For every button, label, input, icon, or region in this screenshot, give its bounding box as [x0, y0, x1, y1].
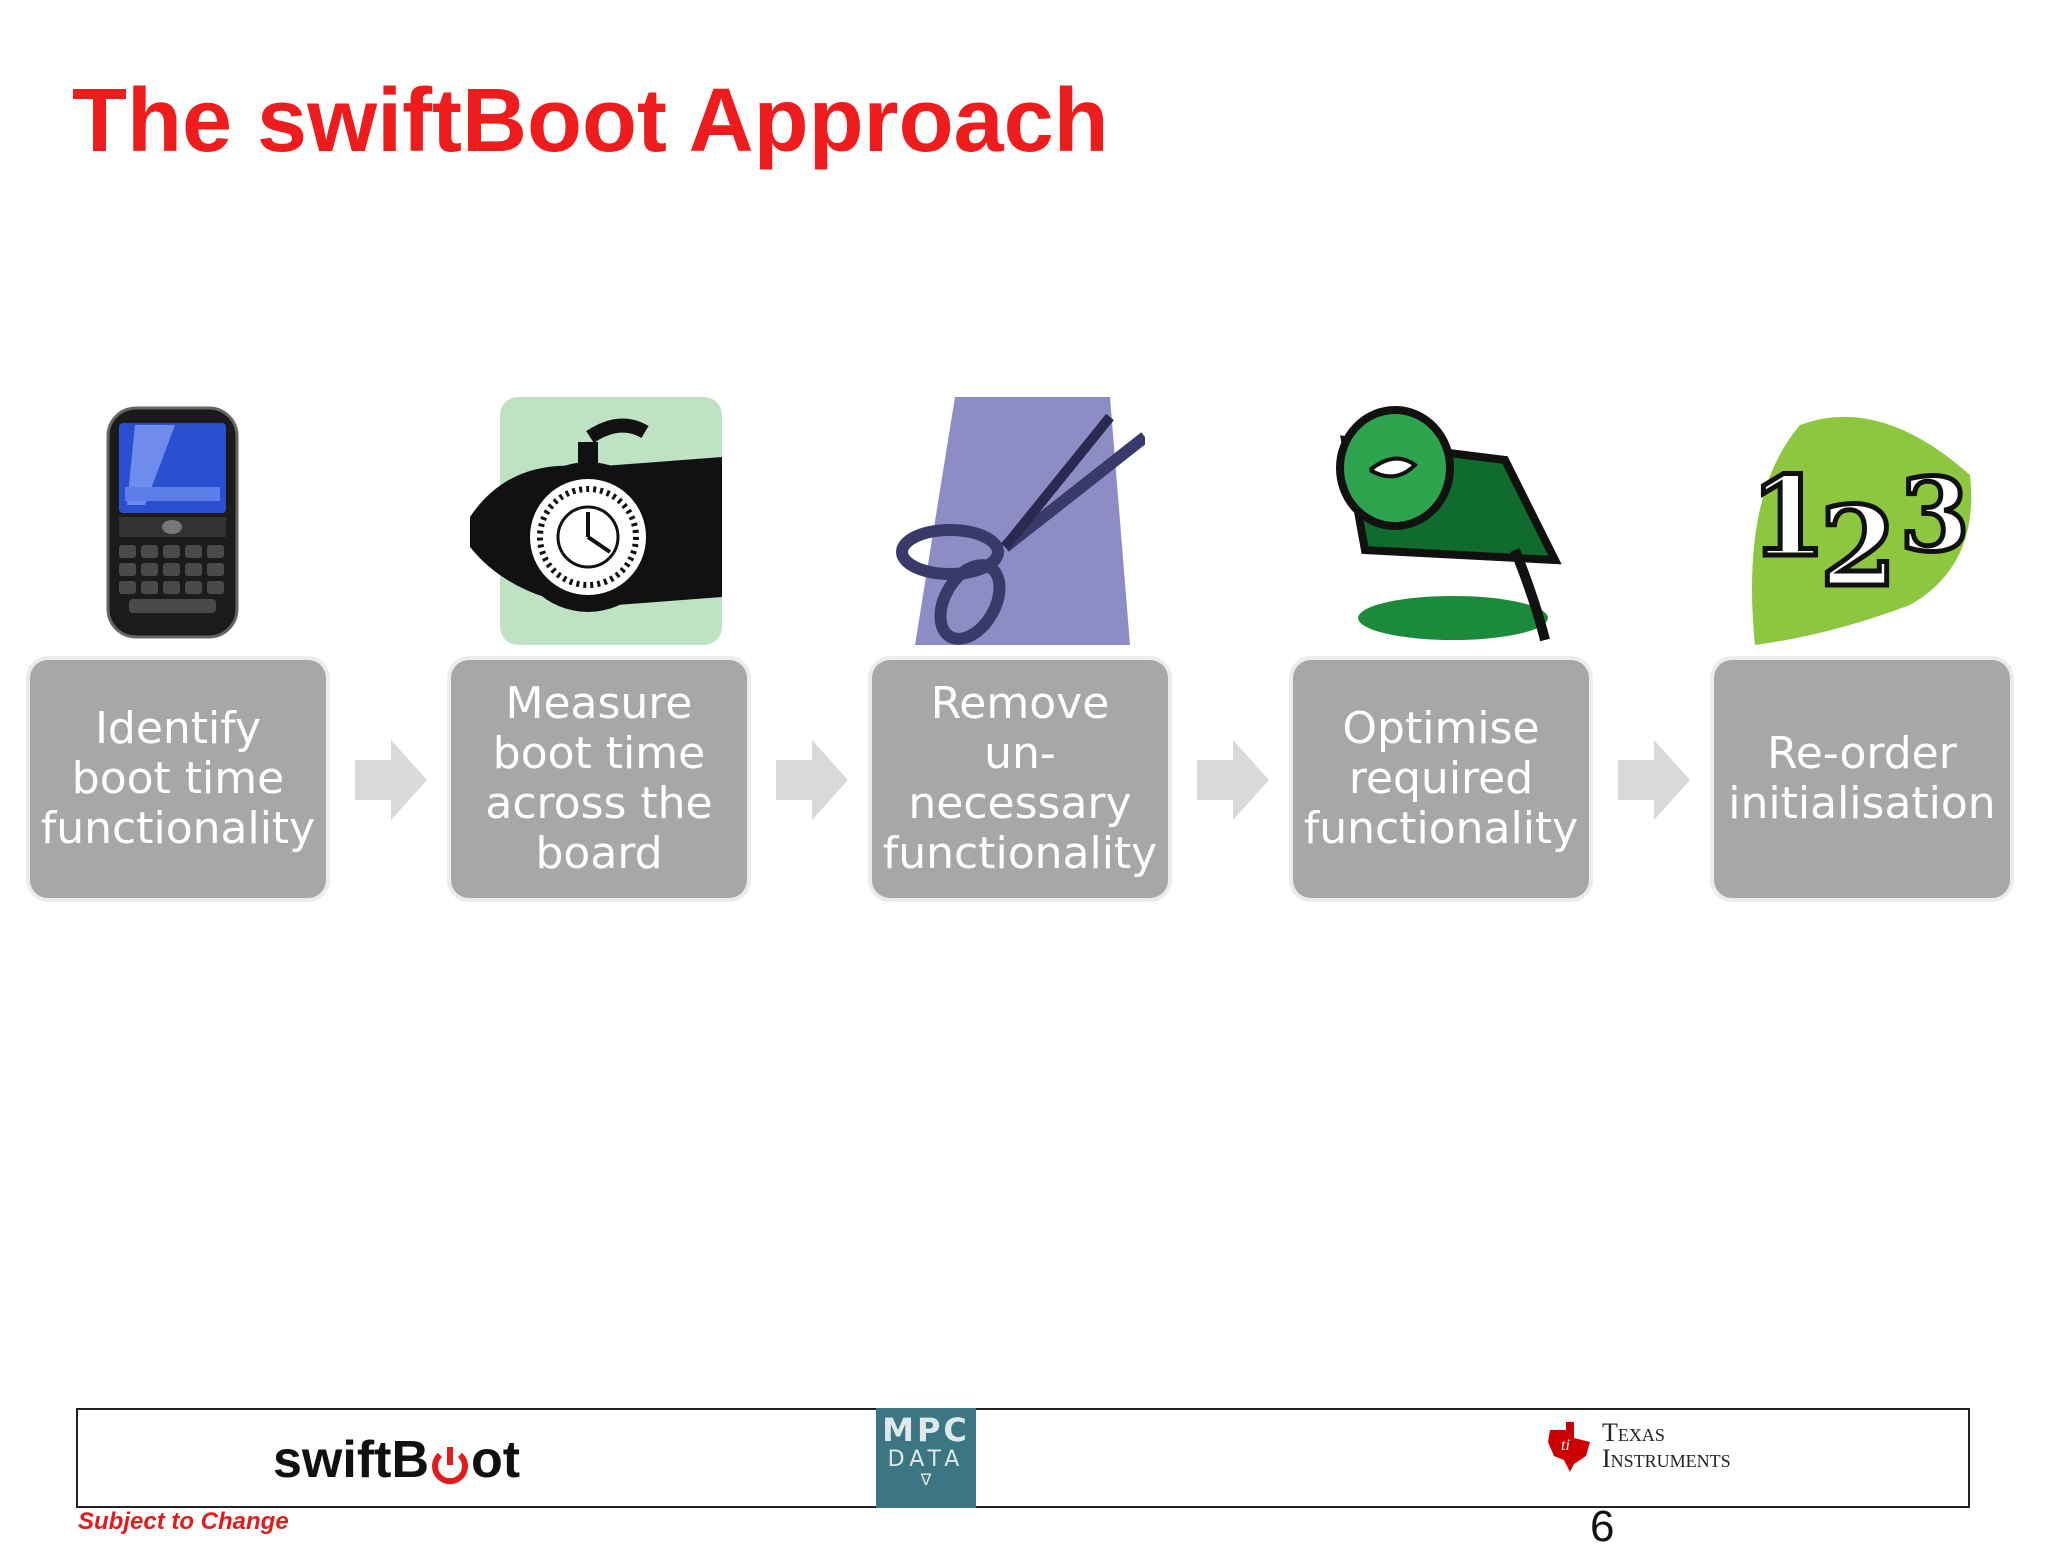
ti-line2: Instruments	[1602, 1444, 1731, 1473]
svg-text:2: 2	[1820, 482, 1897, 611]
mpc-data-logo: MPC DATA ∇	[876, 1408, 976, 1508]
svg-text:ti: ti	[1561, 1437, 1570, 1454]
step-remove: Remove un- necessary functionality	[872, 660, 1168, 898]
ti-line1: Texas	[1602, 1418, 1665, 1447]
footer-bar: swiftB ot ti Texas Instruments	[76, 1408, 1970, 1508]
scissors-icon	[896, 397, 1145, 645]
smartphone-icon	[106, 406, 239, 639]
page-number: 6	[1590, 1502, 1615, 1551]
texas-instruments-logo: ti Texas Instruments	[1544, 1420, 1731, 1472]
mpc-line3: ∇	[920, 1470, 932, 1489]
step-label: Re-order initialisation	[1728, 728, 1996, 829]
mpc-line2: DATA	[887, 1447, 965, 1472]
swiftboot-logo-post: ot	[471, 1431, 521, 1489]
step-measure: Measure boot time across the board	[451, 660, 747, 898]
mpc-line1: MPC	[882, 1411, 970, 1449]
svg-text:1: 1	[1750, 452, 1827, 581]
texas-state-icon: ti	[1548, 1422, 1590, 1472]
step-label: Measure boot time across the board	[485, 678, 713, 879]
subject-to-change-note: Subject to Change	[78, 1508, 289, 1535]
arrow-right-icon	[355, 740, 427, 820]
numbers-123-icon: 1 2 3	[1748, 416, 1972, 645]
stopwatch-icon	[470, 397, 722, 645]
step-optimise: Optimise required functionality	[1293, 660, 1589, 898]
step-label: Identify boot time functionality	[40, 703, 316, 854]
swiftboot-logo: swiftB ot	[273, 1430, 520, 1490]
page-title: The swiftBoot Approach	[72, 71, 1109, 171]
step-label: Optimise required functionality	[1303, 703, 1579, 854]
paint-can-icon	[1336, 406, 1562, 642]
arrow-right-icon	[1197, 740, 1269, 820]
arrow-right-icon	[1618, 740, 1690, 820]
step-identify: Identify boot time functionality	[30, 660, 326, 898]
power-icon	[430, 1438, 470, 1485]
svg-text:3: 3	[1900, 456, 1970, 574]
arrow-right-icon	[776, 740, 848, 820]
step-reorder: Re-order initialisation	[1714, 660, 2010, 898]
swiftboot-logo-pre: swiftB	[273, 1431, 429, 1489]
step-label: Remove un- necessary functionality	[882, 678, 1158, 879]
